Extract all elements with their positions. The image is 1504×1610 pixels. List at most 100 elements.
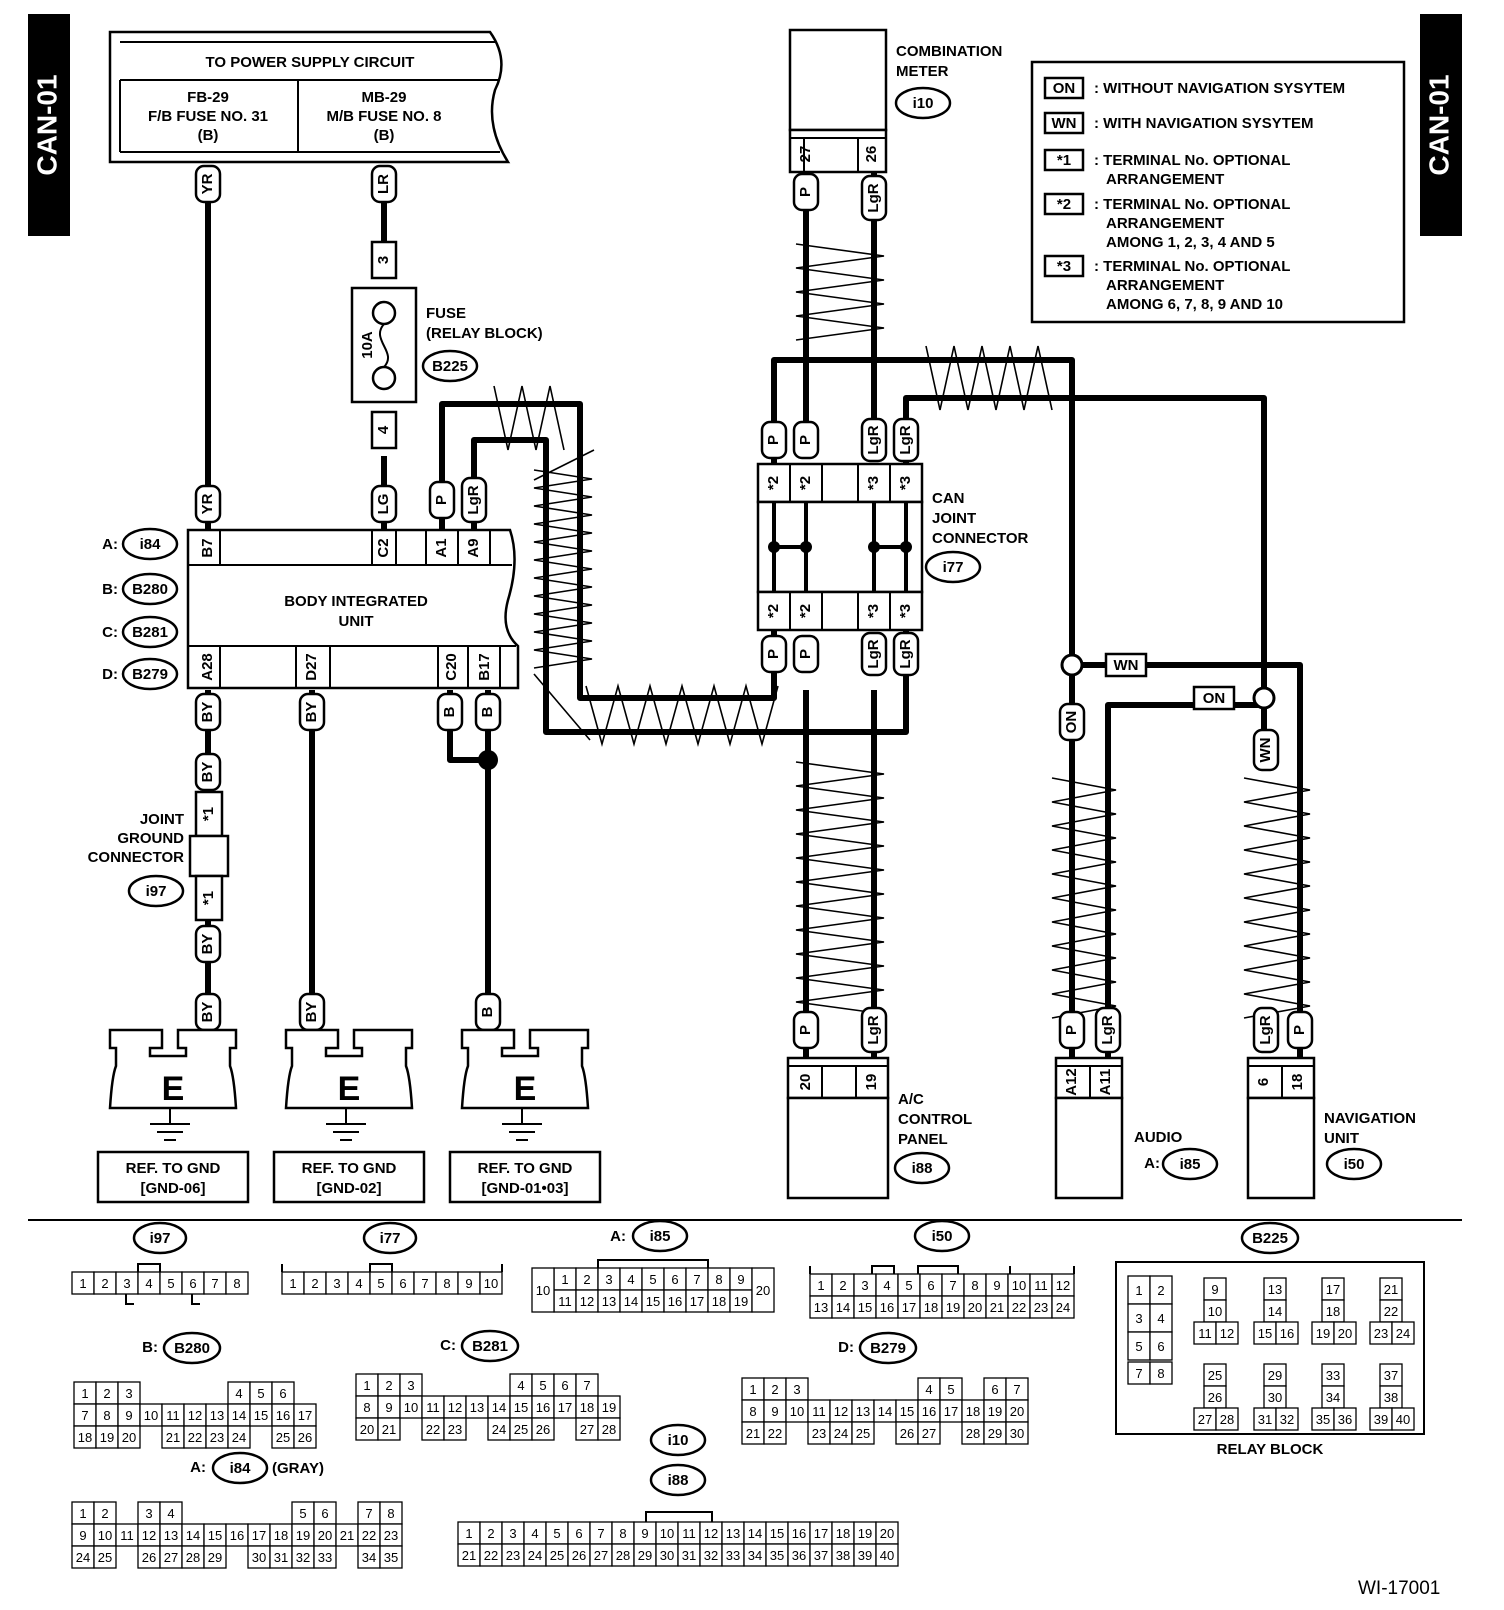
- pin-label: A12: [1063, 1068, 1080, 1096]
- legend-text: : TERMINAL No. OPTIONAL: [1094, 196, 1290, 213]
- wire-tag: B: [436, 692, 464, 732]
- svg-text:i10: i10: [668, 1432, 689, 1449]
- svg-text:2: 2: [311, 1276, 318, 1291]
- svg-text:12: 12: [704, 1526, 718, 1541]
- svg-text:2: 2: [583, 1272, 590, 1287]
- connector-id: i97: [132, 1221, 188, 1255]
- svg-text:LgR: LgR: [865, 639, 882, 668]
- connector-id: B280: [162, 1331, 222, 1365]
- svg-text:5: 5: [905, 1278, 912, 1293]
- svg-text:3: 3: [407, 1378, 414, 1393]
- svg-text:E: E: [338, 1070, 361, 1108]
- legend-text: : TERMINAL No. OPTIONAL: [1094, 152, 1290, 169]
- combination-meter: COMBINATION METER: [788, 28, 1002, 174]
- svg-text:i97: i97: [146, 883, 167, 900]
- legend-text: ARRANGEMENT: [1106, 215, 1224, 232]
- svg-text:5: 5: [299, 1506, 306, 1521]
- svg-text:29: 29: [1268, 1368, 1282, 1383]
- pin-label: A28: [199, 653, 216, 681]
- wire-tag: P: [1058, 1010, 1086, 1050]
- svg-text:27: 27: [594, 1548, 608, 1563]
- svg-text:13: 13: [602, 1294, 616, 1309]
- pin-label: *2: [765, 476, 782, 490]
- svg-text:18: 18: [966, 1404, 980, 1419]
- wire-tag: P: [792, 634, 820, 674]
- wire-tag: LgR: [860, 417, 888, 463]
- svg-text:14: 14: [1268, 1304, 1282, 1319]
- svg-text:7: 7: [1135, 1366, 1142, 1381]
- svg-text:13: 13: [210, 1408, 224, 1423]
- svg-text:19: 19: [988, 1404, 1002, 1419]
- svg-text:10: 10: [1208, 1304, 1222, 1319]
- svg-text:24: 24: [1396, 1326, 1410, 1341]
- svg-text:JOINT: JOINT: [932, 510, 976, 527]
- svg-text:9: 9: [385, 1400, 392, 1415]
- wire-tag: WN: [1252, 728, 1280, 772]
- svg-text:[GND-02]: [GND-02]: [316, 1180, 381, 1197]
- svg-text:BODY INTEGRATED: BODY INTEGRATED: [284, 593, 428, 610]
- svg-text:LgR: LgR: [865, 425, 882, 454]
- wire-tag: YR: [194, 164, 222, 204]
- pin-label: 26: [863, 146, 880, 163]
- svg-text:38: 38: [1384, 1390, 1398, 1405]
- svg-text:19: 19: [858, 1526, 872, 1541]
- svg-text:36: 36: [1338, 1412, 1352, 1427]
- svg-text:39: 39: [858, 1548, 872, 1563]
- svg-text:A:: A:: [190, 1459, 206, 1476]
- svg-text:9: 9: [771, 1404, 778, 1419]
- svg-text:23: 23: [384, 1528, 398, 1543]
- pin-label: 27: [797, 146, 814, 163]
- svg-text:1: 1: [79, 1506, 86, 1521]
- svg-text:LgR: LgR: [897, 639, 914, 668]
- power-supply-title: TO POWER SUPPLY CIRCUIT: [206, 54, 415, 71]
- svg-text:1: 1: [817, 1278, 824, 1293]
- svg-text:B: B: [479, 1006, 496, 1017]
- svg-text:7: 7: [81, 1408, 88, 1423]
- svg-text:15: 15: [646, 1294, 660, 1309]
- wire-tag: YR: [194, 484, 222, 524]
- svg-text:B281: B281: [132, 624, 168, 641]
- svg-text:13: 13: [1268, 1282, 1282, 1297]
- svg-text:22: 22: [188, 1430, 202, 1445]
- svg-text:14: 14: [492, 1400, 506, 1415]
- svg-text:(RELAY BLOCK): (RELAY BLOCK): [426, 325, 543, 342]
- svg-text:10: 10: [536, 1283, 550, 1298]
- svg-text:26: 26: [142, 1550, 156, 1565]
- svg-text:LgR: LgR: [897, 425, 914, 454]
- legend-symbol: WN: [1052, 115, 1077, 132]
- svg-text:19: 19: [602, 1400, 616, 1415]
- connector-id: B279: [121, 657, 179, 691]
- pin-label: B17: [476, 653, 493, 681]
- pin-label: *3: [865, 604, 882, 618]
- svg-text:27: 27: [580, 1422, 594, 1437]
- svg-text:19: 19: [946, 1300, 960, 1315]
- legend-text: AMONG 6, 7, 8, 9 AND 10: [1106, 296, 1283, 313]
- svg-text:16: 16: [880, 1300, 894, 1315]
- legend-text: ARRANGEMENT: [1106, 277, 1224, 294]
- svg-text:8: 8: [971, 1278, 978, 1293]
- svg-text:3: 3: [509, 1526, 516, 1541]
- svg-text:36: 36: [792, 1548, 806, 1563]
- svg-text:28: 28: [616, 1548, 630, 1563]
- svg-text:24: 24: [834, 1426, 848, 1441]
- svg-text:26: 26: [900, 1426, 914, 1441]
- svg-text:25: 25: [276, 1430, 290, 1445]
- svg-text:6: 6: [561, 1378, 568, 1393]
- svg-text:BY: BY: [199, 1002, 216, 1023]
- svg-text:9: 9: [1211, 1282, 1218, 1297]
- svg-text:31: 31: [682, 1548, 696, 1563]
- connector-id: B281: [460, 1329, 520, 1363]
- svg-text:35: 35: [1316, 1412, 1330, 1427]
- svg-text:11: 11: [812, 1404, 826, 1419]
- svg-text:3: 3: [123, 1276, 130, 1291]
- wire-tag: LR: [370, 164, 398, 204]
- svg-text:16: 16: [276, 1408, 290, 1423]
- pin-label: A1: [433, 538, 450, 557]
- svg-text:16: 16: [668, 1294, 682, 1309]
- svg-text:39: 39: [1374, 1412, 1388, 1427]
- wire-tag: BY: [298, 992, 326, 1032]
